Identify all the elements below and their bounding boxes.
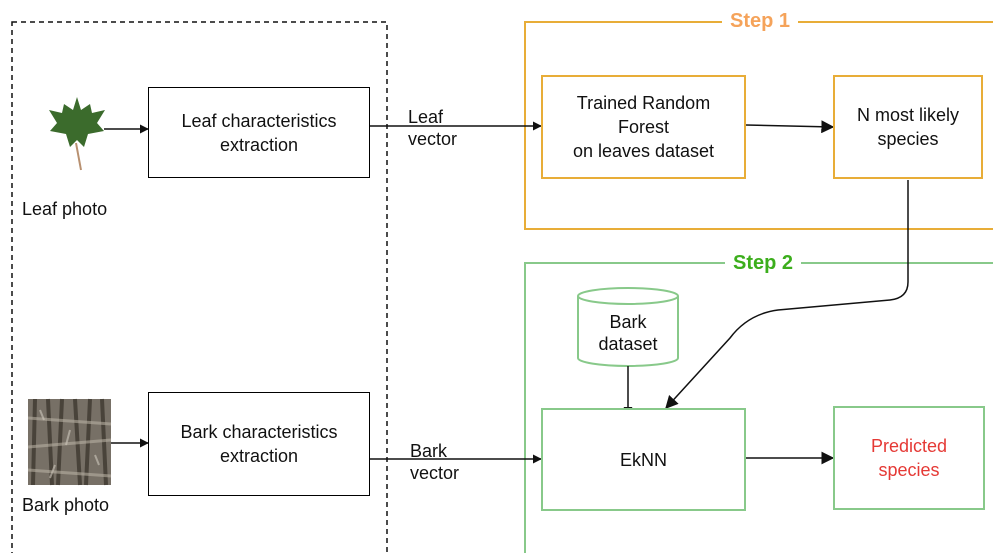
model-to-species-arrow: [745, 120, 835, 134]
bark-vector-label: Bark vector: [410, 441, 460, 483]
random-forest-box: Trained Random Forest on leaves dataset: [541, 75, 746, 179]
eknn-box: EkNN: [541, 408, 746, 511]
bark-dataset-cylinder: [577, 287, 679, 367]
extraction-group-frame: [11, 21, 388, 553]
leaf-photo-label: Leaf photo: [22, 199, 108, 219]
bark-dataset-label: Bark dataset: [598, 312, 658, 354]
step2-title: Step 2: [725, 251, 802, 275]
leaf-vector-label: Leaf vector: [408, 107, 458, 149]
predicted-species-box: Predicted species: [833, 406, 985, 510]
leaf-photo-icon: [49, 97, 105, 171]
bark-photo-icon: [27, 398, 112, 486]
n-most-likely-species-box: N most likely species: [833, 75, 983, 179]
bark-extraction-box: Bark characteristics extraction: [148, 392, 370, 496]
bark-photo-label: Bark photo: [22, 495, 110, 515]
step2-frame: [524, 262, 993, 553]
species-to-eknn-arrow: [665, 180, 909, 409]
step1-title: Step 1: [722, 9, 799, 33]
leaf-extraction-box: Leaf characteristics extraction: [148, 87, 370, 178]
